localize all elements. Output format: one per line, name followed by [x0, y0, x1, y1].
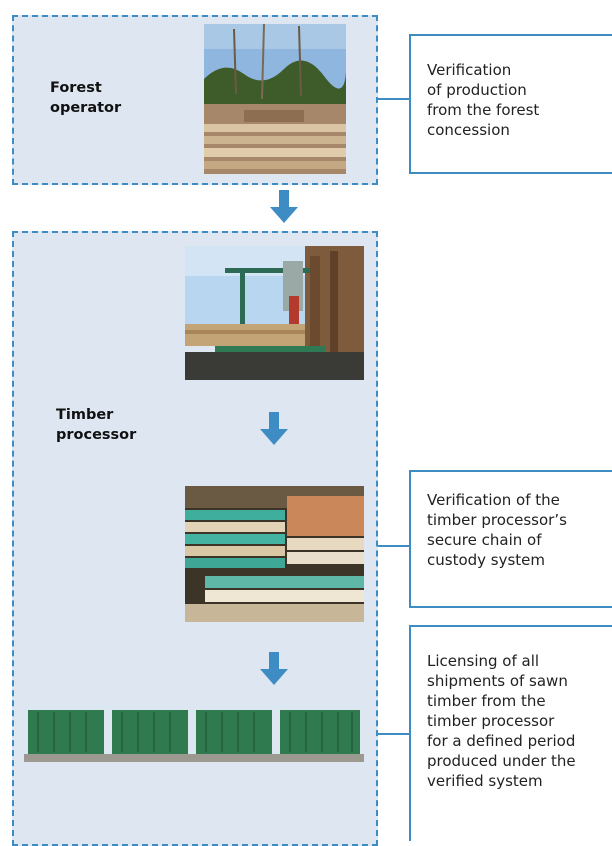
timber-processor-label: Timber processor — [56, 405, 136, 445]
forest-operator-label-line-1: Forest — [50, 80, 102, 96]
licensing-note-connector — [378, 733, 409, 735]
processor-verification-note: Verification of the timber processor’s s… — [409, 470, 612, 608]
container-photo — [24, 702, 108, 762]
arrow-down-icon — [270, 190, 298, 223]
licensing-note-line-3: timber from the — [427, 692, 546, 710]
forest-operator-label: Forest operator — [50, 78, 121, 118]
forest-note-line-4: concession — [427, 121, 510, 139]
container-photo — [192, 702, 276, 762]
container-photo — [276, 702, 364, 762]
processor-note-line-3: secure chain of — [427, 531, 542, 549]
forest-photo — [204, 24, 346, 174]
arrow-down-icon — [260, 412, 288, 445]
sawmill-photo — [185, 246, 364, 380]
licensing-note-line-6: produced under the — [427, 752, 576, 770]
forest-note-connector — [378, 98, 409, 100]
timber-processor-label-line-1: Timber — [56, 407, 114, 423]
licensing-note-line-1: Licensing of all — [427, 652, 540, 670]
licensing-note-line-4: timber processor — [427, 712, 555, 730]
forest-note-line-3: from the forest — [427, 101, 540, 119]
forest-verification-note: Verification of production from the fore… — [409, 34, 612, 174]
forest-operator-label-line-2: operator — [50, 100, 122, 116]
timber-processor-label-line-2: processor — [56, 427, 137, 443]
processor-note-connector — [378, 545, 409, 547]
container-photo — [108, 702, 192, 762]
sawn-timber-photo — [185, 486, 364, 622]
processor-note-line-1: Verification of the — [427, 491, 560, 509]
forest-note-line-2: of production — [427, 81, 527, 99]
arrow-down-icon — [260, 652, 288, 685]
processor-note-line-2: timber processor’s — [427, 511, 567, 529]
licensing-note-line-7: verified system — [427, 772, 543, 790]
licensing-note-line-2: shipments of sawn — [427, 672, 568, 690]
processor-note-line-4: custody system — [427, 551, 546, 569]
licensing-note: Licensing of all shipments of sawn timbe… — [409, 625, 612, 841]
forest-note-line-1: Verification — [427, 61, 512, 79]
licensing-note-line-5: for a defined period — [427, 732, 576, 750]
